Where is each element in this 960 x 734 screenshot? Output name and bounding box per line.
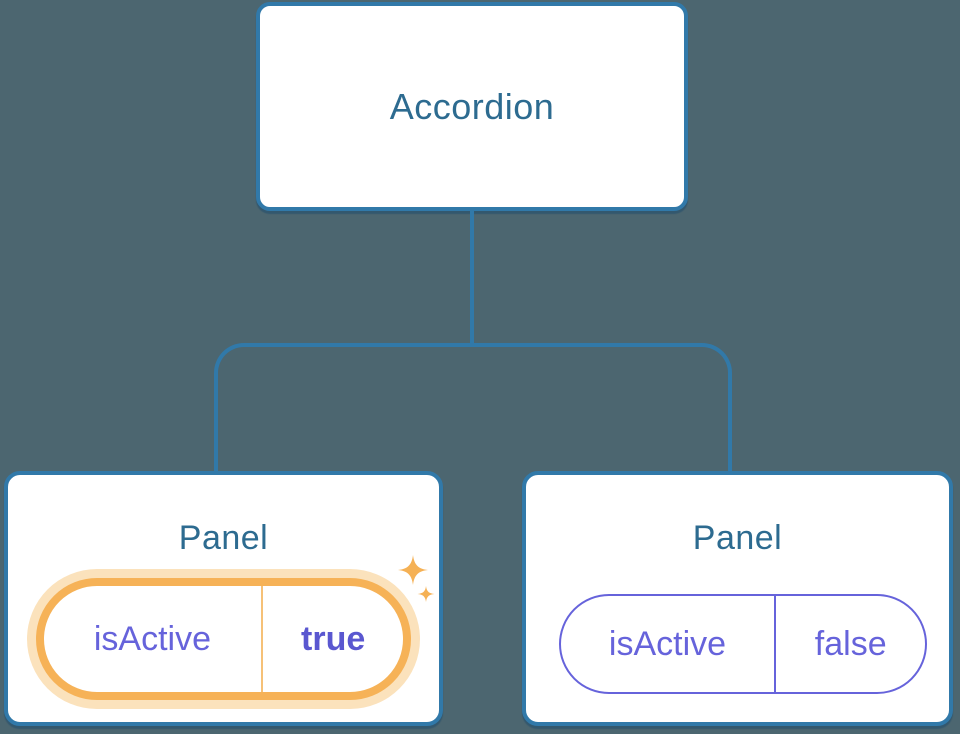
state-value: true — [301, 619, 366, 658]
state-name: isActive — [608, 624, 727, 663]
panel-node-label: Panel — [692, 519, 783, 557]
sparkle-icon — [398, 555, 435, 602]
pill-divider — [260, 586, 264, 692]
state-value: false — [814, 624, 887, 663]
pill-divider — [773, 596, 777, 692]
connector-stem — [470, 211, 474, 345]
accordion-node-label: Accordion — [389, 85, 555, 127]
state-pill-active: isActive true — [36, 578, 411, 700]
connector-branches — [214, 343, 732, 471]
state-pill-inactive: isActive false — [559, 594, 927, 694]
panel-node-active: Panel isActive true — [4, 471, 443, 726]
state-name: isActive — [93, 619, 211, 658]
accordion-node: Accordion — [256, 2, 688, 211]
panel-node-label: Panel — [178, 519, 269, 557]
panel-node-inactive: Panel isActive false — [522, 471, 953, 726]
